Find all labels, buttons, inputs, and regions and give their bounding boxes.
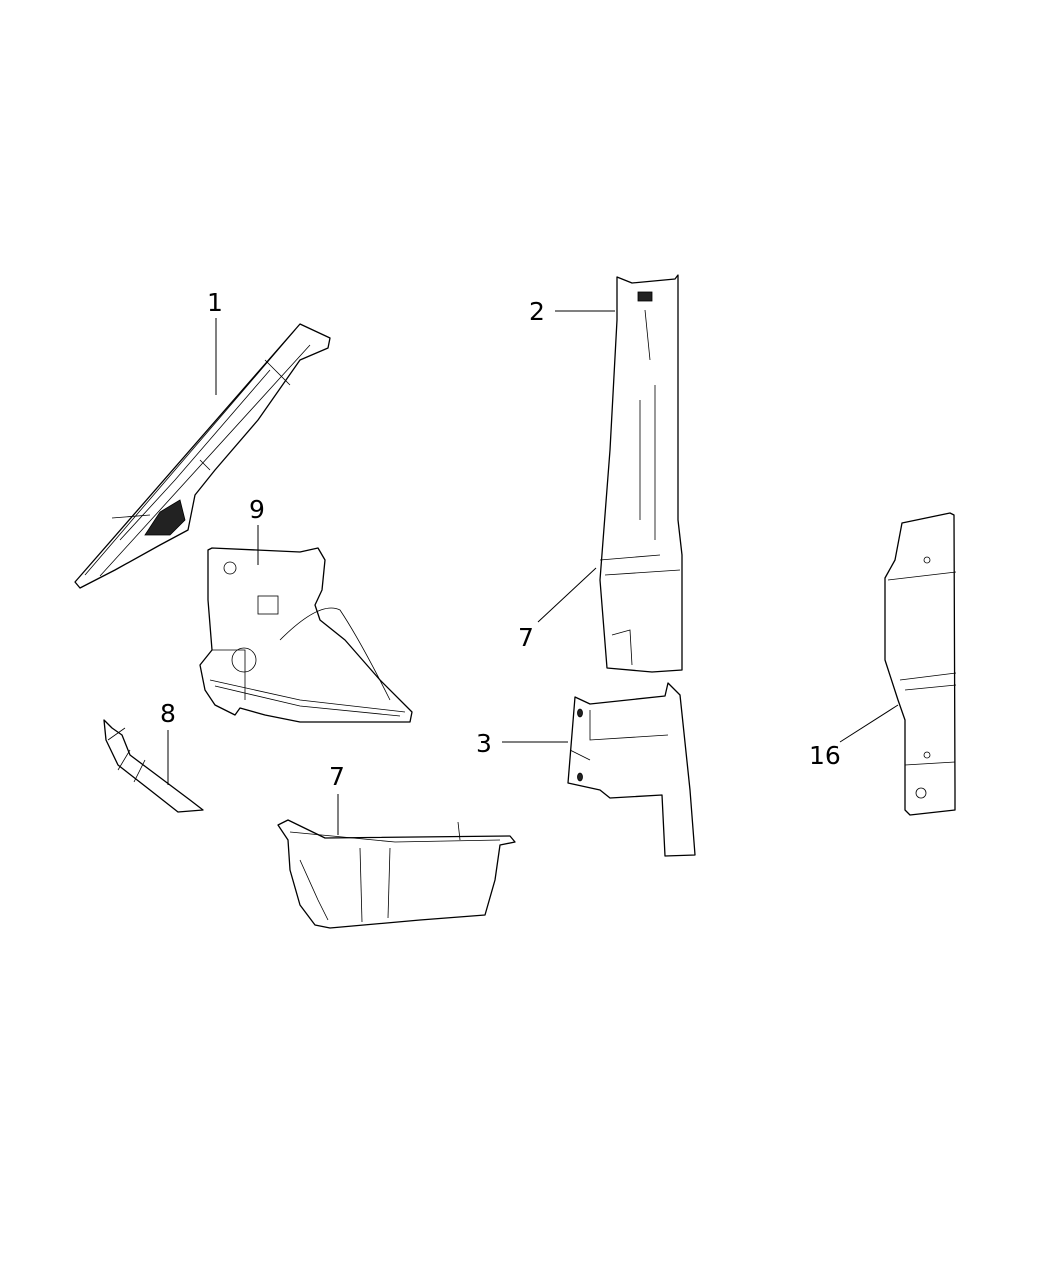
callout-7-upper: 7	[518, 623, 534, 652]
leader-lines	[167, 310, 899, 835]
part-9-cowl-side-trim	[199, 547, 413, 723]
callout-16: 16	[809, 741, 841, 770]
part-16-bracket	[884, 512, 957, 816]
callout-2: 2	[529, 297, 545, 326]
part-1-a-pillar-trim	[74, 323, 331, 589]
callout-1: 1	[207, 288, 223, 317]
callout-7-lower: 7	[329, 762, 345, 791]
callout-3: 3	[476, 729, 492, 758]
leader-16	[839, 704, 899, 743]
part-7-storage-bin	[277, 819, 516, 929]
part-3-b-pillar-lower	[567, 682, 696, 857]
part-8-cowl-cover	[103, 719, 204, 813]
callout-8: 8	[160, 699, 176, 728]
part-2-b-pillar-upper	[599, 274, 683, 673]
callout-9: 9	[249, 495, 265, 524]
leader-7a	[537, 567, 597, 623]
